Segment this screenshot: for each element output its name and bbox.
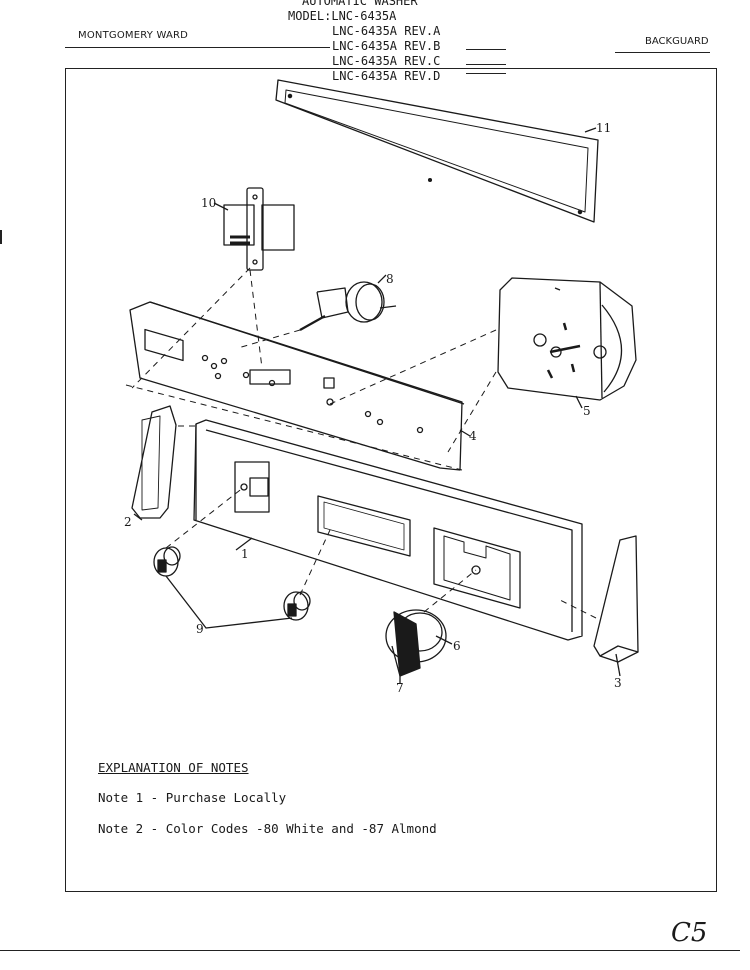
brand-label: MONTGOMERY WARD xyxy=(78,30,189,41)
callout-5: 5 xyxy=(583,404,591,418)
part-3-end-cap xyxy=(593,535,639,663)
part-6-7-timer-knob xyxy=(385,609,447,677)
callout-1: 1 xyxy=(241,547,249,561)
callout-7: 7 xyxy=(396,681,404,695)
part-10-switch xyxy=(223,187,295,271)
model-rev-b: LNC-6435A REV.B xyxy=(332,39,441,53)
exploded-parts-diagram: 11 10 8 5 4 2 1 9 6 7 3 xyxy=(124,79,639,695)
page-mark: C5 xyxy=(671,918,708,948)
part-1-control-panel xyxy=(193,419,583,641)
part-11-gasket xyxy=(275,79,599,223)
note-2: Note 2 - Color Codes -80 White and -87 A… xyxy=(98,821,437,836)
part-8-selector xyxy=(299,281,397,331)
part-9-knobs xyxy=(153,546,311,621)
notes-title: EXPLANATION OF NOTES xyxy=(98,760,249,775)
header-rule-rev-b xyxy=(466,49,506,50)
model-number: MODEL:LNC-6435A xyxy=(288,9,397,23)
callout-10: 10 xyxy=(201,196,216,210)
callout-8: 8 xyxy=(386,272,394,286)
model-rev-a: LNC-6435A REV.A xyxy=(332,24,441,38)
model-rev-c: LNC-6435A REV.C xyxy=(332,54,441,68)
header-rule-left xyxy=(65,47,330,48)
model-title: AUTOMATIC WASHER xyxy=(302,0,418,8)
note-1: Note 1 - Purchase Locally xyxy=(98,790,287,805)
callout-9: 9 xyxy=(196,622,204,636)
callout-6: 6 xyxy=(453,639,461,653)
section-label: BACKGUARD xyxy=(645,36,709,47)
part-5-timer xyxy=(497,277,637,401)
callout-11: 11 xyxy=(596,121,611,135)
margin-mark xyxy=(0,230,2,244)
header-rule-rev-c xyxy=(466,64,506,65)
callout-3: 3 xyxy=(614,676,622,690)
part-2-side-trim xyxy=(131,405,177,519)
callout-2: 2 xyxy=(124,515,132,529)
header-rule-rev-d xyxy=(466,73,506,74)
bottom-rule xyxy=(0,950,740,951)
model-rev-d: LNC-6435A REV.D xyxy=(332,69,441,83)
diagram-frame xyxy=(65,68,717,892)
callout-4: 4 xyxy=(469,429,477,443)
header-rule-right xyxy=(615,52,710,53)
